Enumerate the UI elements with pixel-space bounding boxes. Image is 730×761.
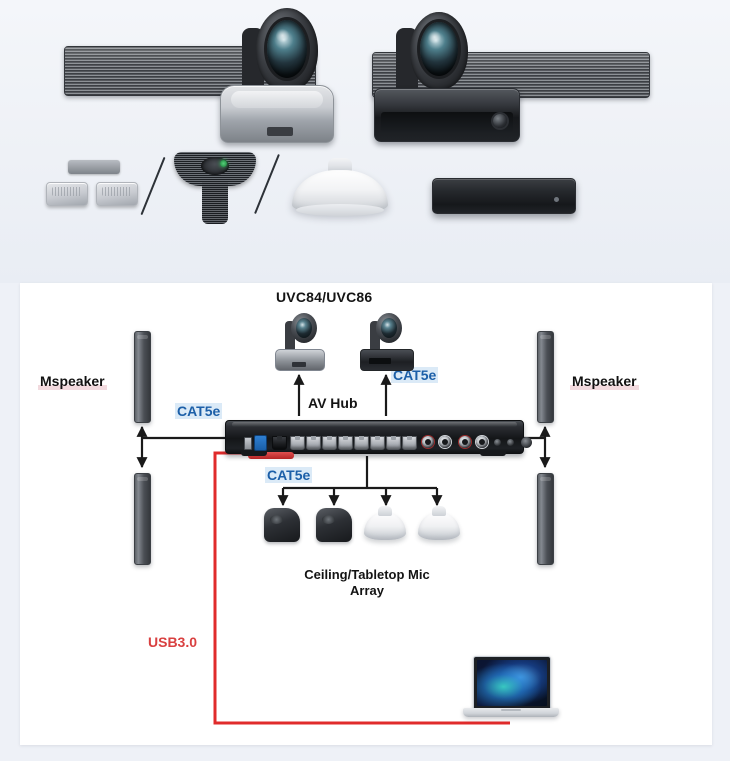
rca-audio-in-left <box>422 436 434 448</box>
speaker-tower-bottom-left <box>134 473 151 565</box>
camera-lens <box>420 22 458 76</box>
power-jack <box>521 437 532 448</box>
usb-a-port <box>244 437 252 450</box>
rj45-port-1 <box>290 436 305 450</box>
mic-pad-right <box>96 182 138 206</box>
lens-glint <box>275 28 290 44</box>
laptop-device <box>463 656 559 728</box>
camera-base <box>360 349 414 371</box>
laptop-wallpaper <box>477 660 547 706</box>
mic-dome <box>418 506 460 540</box>
mic-array-label-line2: Array <box>350 583 384 598</box>
product-camera-uvc84 <box>212 8 340 143</box>
product-ceiling-mic <box>292 158 388 220</box>
mic-array-label-line1: Ceiling/Tabletop Mic <box>304 567 430 582</box>
mic-dome <box>364 506 406 540</box>
av-hub-device <box>225 416 532 459</box>
mic-array-label: Ceiling/Tabletop Mic Array <box>256 567 478 599</box>
camera-base-port <box>369 358 391 364</box>
rj45-port-5 <box>354 436 369 450</box>
camera-base-strip <box>381 112 513 132</box>
camera-base <box>275 349 325 371</box>
rj45-port-3 <box>322 436 337 450</box>
diagram-camera-uvc84 <box>275 313 325 371</box>
diagram-camera-uvc86 <box>360 313 414 371</box>
speaker-label-left: Mspeaker <box>38 373 107 391</box>
camera-lens <box>296 318 312 338</box>
camera-head <box>256 8 318 92</box>
aux-jack-1 <box>494 439 501 446</box>
mic-body <box>316 508 352 542</box>
camera-base-port <box>267 127 293 136</box>
rj45-port-4 <box>338 436 353 450</box>
camera-lens <box>267 20 307 78</box>
speaker-label-right-text: Mspeaker <box>570 373 639 390</box>
speaker-label-right: Mspeaker <box>570 373 639 391</box>
connection-diagram-panel: UVC84/UVC86 AV Hub Mspeaker Mspeaker CAT… <box>20 283 712 745</box>
lens-glint <box>428 29 442 44</box>
separator-slash <box>254 153 280 215</box>
product-av-hub <box>432 178 576 214</box>
ir-sensor-icon <box>493 114 507 128</box>
mic-pad-bracket <box>68 160 120 174</box>
product-mic-pads <box>46 160 138 212</box>
laptop-screen <box>473 656 551 710</box>
rj45-port-7 <box>386 436 401 450</box>
diagram-camera-title: UVC84/UVC86 <box>276 289 373 305</box>
mic-stem <box>378 506 392 516</box>
speaker-tower-bottom-right <box>537 473 554 565</box>
speaker-tower-top-left <box>134 331 151 423</box>
camera-lens <box>381 318 397 338</box>
camera-arm <box>370 321 380 351</box>
ceiling-mic-rim <box>296 204 384 216</box>
product-speakerphone <box>174 152 256 224</box>
rca-audio-out-left <box>459 436 471 448</box>
mic-pad-left <box>46 182 88 206</box>
usb3-cable-plug <box>248 452 294 459</box>
camera-head <box>410 12 468 90</box>
rca-audio-out-right <box>476 436 488 448</box>
product-camera-uvc86 <box>370 12 522 142</box>
rj45-wan-port <box>272 436 287 450</box>
aux-jack-2 <box>507 439 514 446</box>
speakerphone-stem <box>202 182 228 224</box>
camera-base-port <box>292 362 306 367</box>
cat5e-label-right-text: CAT5e <box>391 367 439 383</box>
av-hub-foot-left <box>241 451 267 456</box>
camera-head <box>291 313 317 343</box>
rj45-port-8 <box>402 436 417 450</box>
mic-body <box>264 508 300 542</box>
product-photo-band <box>0 0 730 283</box>
camera-arm <box>285 321 295 351</box>
av-hub-chassis <box>225 420 532 459</box>
camera-base <box>374 88 520 142</box>
cat5e-label-right: CAT5e <box>391 367 439 385</box>
laptop-base <box>463 708 559 717</box>
speakerphone-top <box>174 152 256 186</box>
usb-label: USB3.0 <box>148 634 198 650</box>
mic-stem <box>432 506 446 516</box>
speaker-tower-top-right <box>537 331 554 423</box>
cat5e-label-left-text: CAT5e <box>175 403 223 419</box>
usb3-port <box>254 435 267 451</box>
camera-head <box>376 313 402 343</box>
power-led-icon <box>554 197 559 202</box>
av-hub-label: AV Hub <box>308 395 358 411</box>
av-hub-foot-right <box>480 451 506 456</box>
cat5e-label-mic-text: CAT5e <box>265 467 313 483</box>
rca-audio-in-right <box>439 436 451 448</box>
speakerphone-led-icon <box>220 160 227 167</box>
cat5e-label-mic: CAT5e <box>265 467 313 485</box>
rj45-port-6 <box>370 436 385 450</box>
rj45-port-2 <box>306 436 321 450</box>
separator-slash <box>140 156 166 216</box>
speaker-label-left-text: Mspeaker <box>38 373 107 390</box>
camera-base <box>220 85 334 143</box>
cat5e-label-left: CAT5e <box>175 403 223 421</box>
